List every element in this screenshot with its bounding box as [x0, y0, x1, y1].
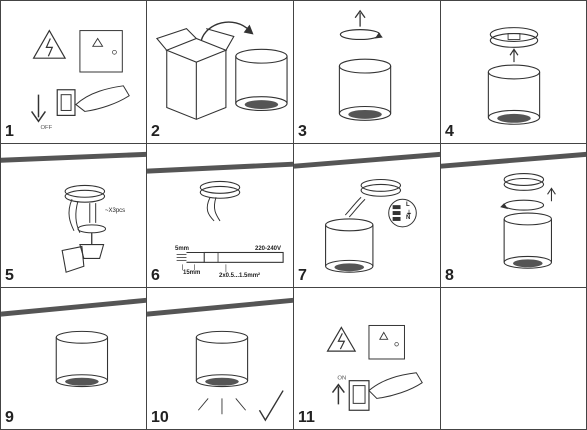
step-number-1: 1 — [5, 123, 14, 140]
step-number-11: 11 — [298, 409, 315, 426]
step-panel-8: 8 — [440, 143, 587, 288]
strip-short-label: 5mm — [175, 246, 190, 252]
step-number-10: 10 — [151, 409, 169, 426]
step-number-7: 7 — [298, 267, 307, 284]
mounting-plate — [360, 178, 402, 197]
step-number-2: 2 — [151, 123, 160, 140]
step-7-illustration — [294, 151, 440, 273]
step-10-illustration — [147, 297, 293, 422]
step-panel-11: ON 11 — [293, 287, 441, 430]
screwdriver-icon — [61, 232, 105, 273]
step-number-9: 9 — [5, 409, 14, 426]
terminal-block-icon — [388, 198, 417, 228]
step-number-6: 6 — [151, 267, 160, 284]
step-panel-3: 3 — [293, 0, 441, 144]
downlight-cylinder — [338, 58, 392, 121]
step-5-illustration — [1, 151, 146, 273]
step-panel-2: 2 — [146, 0, 294, 144]
step-9-illustration — [1, 297, 146, 388]
step-panel-6: 5mm 15mm 220-240V 2x0.5...1.5mm² 6 — [146, 143, 294, 288]
step-11-illustration: ON — [326, 324, 423, 411]
downlight-cylinder — [503, 212, 553, 269]
step-number-8: 8 — [445, 267, 454, 284]
ceiling-line — [441, 151, 586, 169]
step-2-illustration — [155, 21, 288, 120]
ceiling-line — [1, 151, 146, 163]
high-voltage-warning-icon — [326, 326, 357, 352]
voltage-label: 220-240V — [255, 246, 282, 252]
ceiling-line — [294, 151, 440, 169]
neutral-label: N — [406, 215, 411, 221]
step-panel-1: OFF 1 — [0, 0, 147, 144]
empty-panel — [440, 287, 587, 430]
step-panel-7: L ⏚ N 7 — [293, 143, 441, 288]
step-panel-10: 10 — [146, 287, 294, 430]
box-unpack-icon — [155, 21, 254, 120]
downlight-cylinder — [235, 48, 288, 112]
step-number-4: 4 — [445, 123, 454, 140]
step-number-5: 5 — [5, 267, 14, 284]
light-rays — [197, 398, 246, 415]
switch-on-icon — [331, 372, 423, 411]
step-3-illustration — [338, 9, 392, 121]
mounting-plate — [503, 173, 545, 191]
live-label: L — [406, 202, 410, 208]
step-6-illustration — [147, 161, 293, 273]
ceiling-line — [147, 297, 293, 317]
step-4-illustration — [487, 27, 541, 125]
warning-card — [368, 324, 405, 360]
warning-card — [79, 30, 123, 73]
step-panel-5: ~X3pcs 5 — [0, 143, 147, 288]
cable-label: 2x0.5...1.5mm² — [219, 273, 261, 279]
high-voltage-warning-icon — [32, 29, 67, 59]
mounting-plate — [64, 184, 106, 203]
mounting-plate — [489, 27, 539, 48]
switch-off-icon — [30, 85, 130, 123]
downlight-cylinder — [325, 218, 374, 273]
screws-label: ~X3pcs — [105, 208, 126, 214]
earth-label: ⏚ — [406, 211, 413, 217]
on-label: ON — [337, 376, 346, 382]
off-label: OFF — [40, 125, 52, 131]
step-8-illustration — [441, 151, 586, 269]
downlight-cylinder — [487, 64, 541, 125]
step-panel-4: 4 — [440, 0, 587, 144]
step-1-illustration: OFF — [30, 29, 130, 131]
mounting-plate — [199, 180, 241, 199]
step-panel-9: 9 — [0, 287, 147, 430]
ceiling-line — [147, 161, 293, 174]
downlight-cylinder — [55, 330, 109, 388]
wire-strip-icon — [176, 251, 284, 273]
ceiling-line — [1, 297, 146, 317]
step-number-3: 3 — [298, 123, 307, 140]
downlight-cylinder — [195, 330, 249, 388]
rotate-icon — [500, 187, 556, 211]
strip-long-label: 15mm — [183, 270, 201, 276]
rotate-icon — [339, 9, 383, 41]
checkmark-icon — [258, 390, 284, 422]
